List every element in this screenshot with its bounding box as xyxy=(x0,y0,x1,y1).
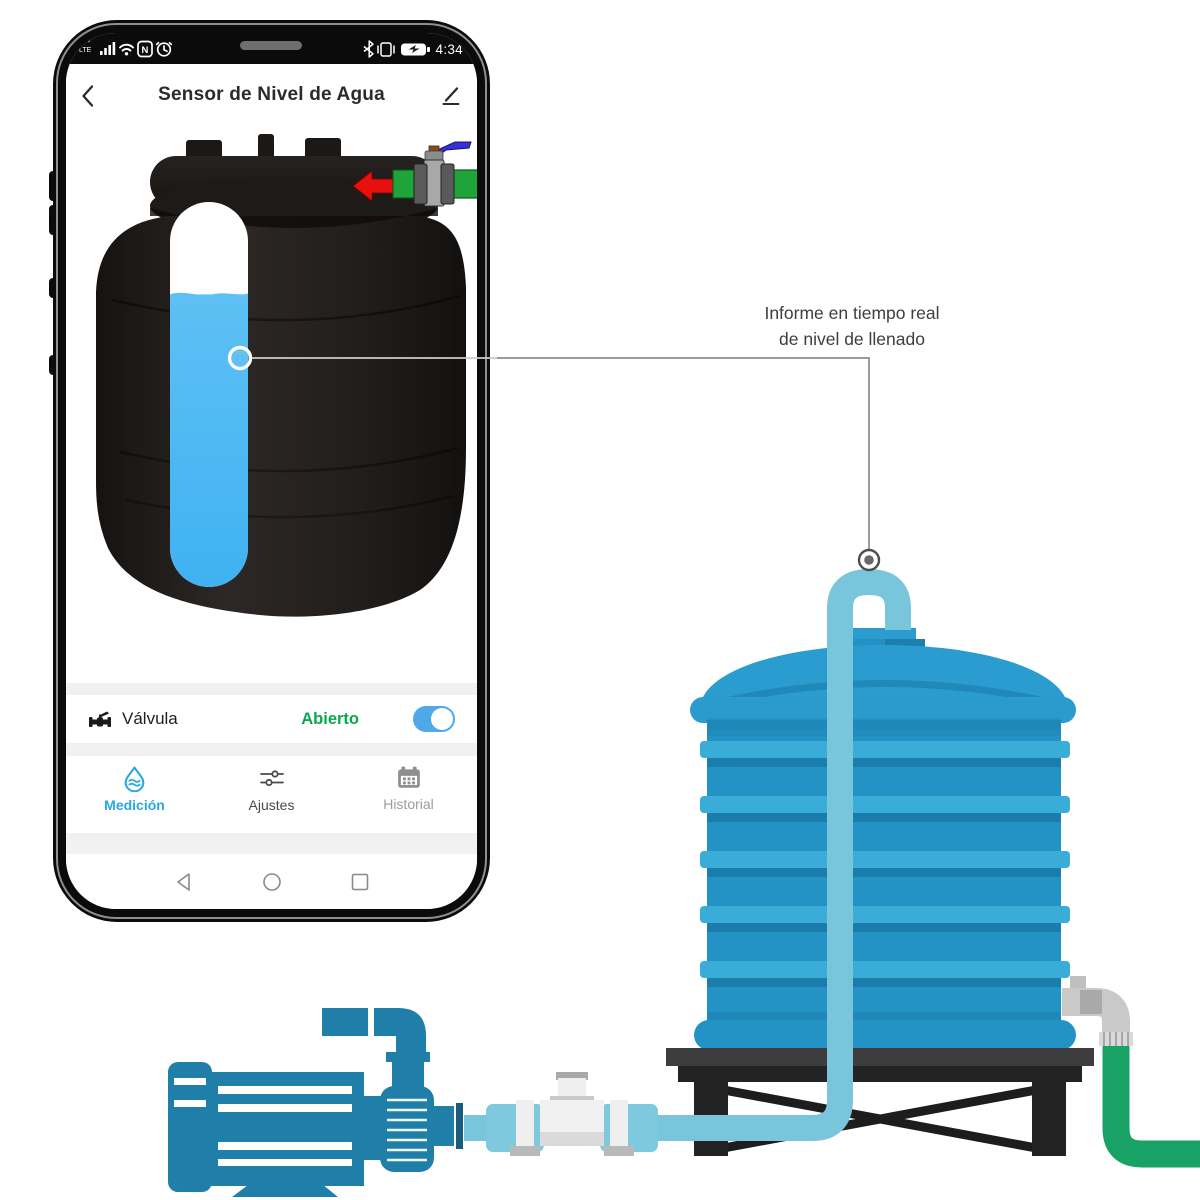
page-title: Sensor de Nivel de Agua xyxy=(158,84,385,105)
sliders-icon xyxy=(259,770,284,787)
svg-text:N: N xyxy=(142,45,149,56)
water-pump xyxy=(168,1008,454,1197)
divider-band xyxy=(66,683,477,695)
wifi-icon xyxy=(119,43,134,52)
status-left-icons: LTE N xyxy=(79,39,173,58)
tank-ribs xyxy=(700,741,1070,987)
android-nav-bar xyxy=(66,854,477,909)
app-header: Sensor de Nivel de Agua xyxy=(66,64,477,126)
lte-up-arrow-icon xyxy=(81,39,86,42)
back-icon[interactable] xyxy=(80,84,96,108)
status-right-icons xyxy=(363,40,430,58)
outlet-pipe xyxy=(1062,976,1200,1168)
valve-row: Válvula Abierto xyxy=(66,695,477,743)
tab-ajustes[interactable]: Ajustes xyxy=(203,756,340,833)
edit-pencil-icon[interactable] xyxy=(441,84,461,106)
valve-status: Abierto xyxy=(301,709,359,728)
nav-recents-icon[interactable] xyxy=(349,871,371,893)
pipe-valve xyxy=(456,1072,658,1156)
annotation-line1: Informe en tiempo real xyxy=(764,303,940,323)
tab-label-ajustes: Ajustes xyxy=(248,797,295,813)
bluetooth-icon xyxy=(363,40,374,58)
sensor-pipe xyxy=(464,568,911,1141)
pump-stripes xyxy=(174,1078,352,1166)
alarm-icon xyxy=(155,41,173,57)
clock-time: 4:34 xyxy=(435,41,463,57)
valve-toggle[interactable] xyxy=(413,706,455,732)
smartphone: LTE N xyxy=(49,20,490,922)
valve-label: Válvula xyxy=(122,709,178,728)
water-level-indicator xyxy=(170,202,248,587)
tab-label-historial: Historial xyxy=(383,796,434,812)
valve-icon xyxy=(89,711,111,727)
calendar-icon xyxy=(397,766,420,788)
tab-label-medicion: Medición xyxy=(104,797,165,813)
water-fill xyxy=(170,294,248,587)
tab-medicion[interactable]: Medición xyxy=(66,756,203,833)
annotation-callout: Informe en tiempo real de nivel de llena… xyxy=(742,300,962,352)
vibrate-icon xyxy=(376,42,395,57)
annotation-line2: de nivel de llenado xyxy=(779,329,925,349)
storage-tank xyxy=(690,628,1076,1050)
nav-back-icon[interactable] xyxy=(173,871,195,893)
lte-label: LTE xyxy=(79,47,92,54)
nav-home-icon[interactable] xyxy=(261,871,283,893)
tank-level-image xyxy=(66,126,477,686)
pump-ribs xyxy=(387,1098,427,1162)
black-tank-photo xyxy=(96,134,466,617)
battery-icon xyxy=(400,43,430,56)
tab-historial[interactable]: Historial xyxy=(340,756,477,833)
phone-screen: LTE N xyxy=(66,33,477,909)
signal-icon xyxy=(100,42,116,55)
nfc-icon: N xyxy=(137,40,153,58)
divider-band xyxy=(66,743,477,756)
bottom-tab-bar: Medición Ajustes xyxy=(66,756,477,833)
divider-band xyxy=(66,833,477,854)
water-drop-icon xyxy=(124,766,145,792)
earpiece-speaker xyxy=(240,41,302,50)
toggle-knob xyxy=(431,708,453,730)
phone-frame-accent xyxy=(56,23,487,919)
inlet-valve-icon xyxy=(352,141,477,207)
